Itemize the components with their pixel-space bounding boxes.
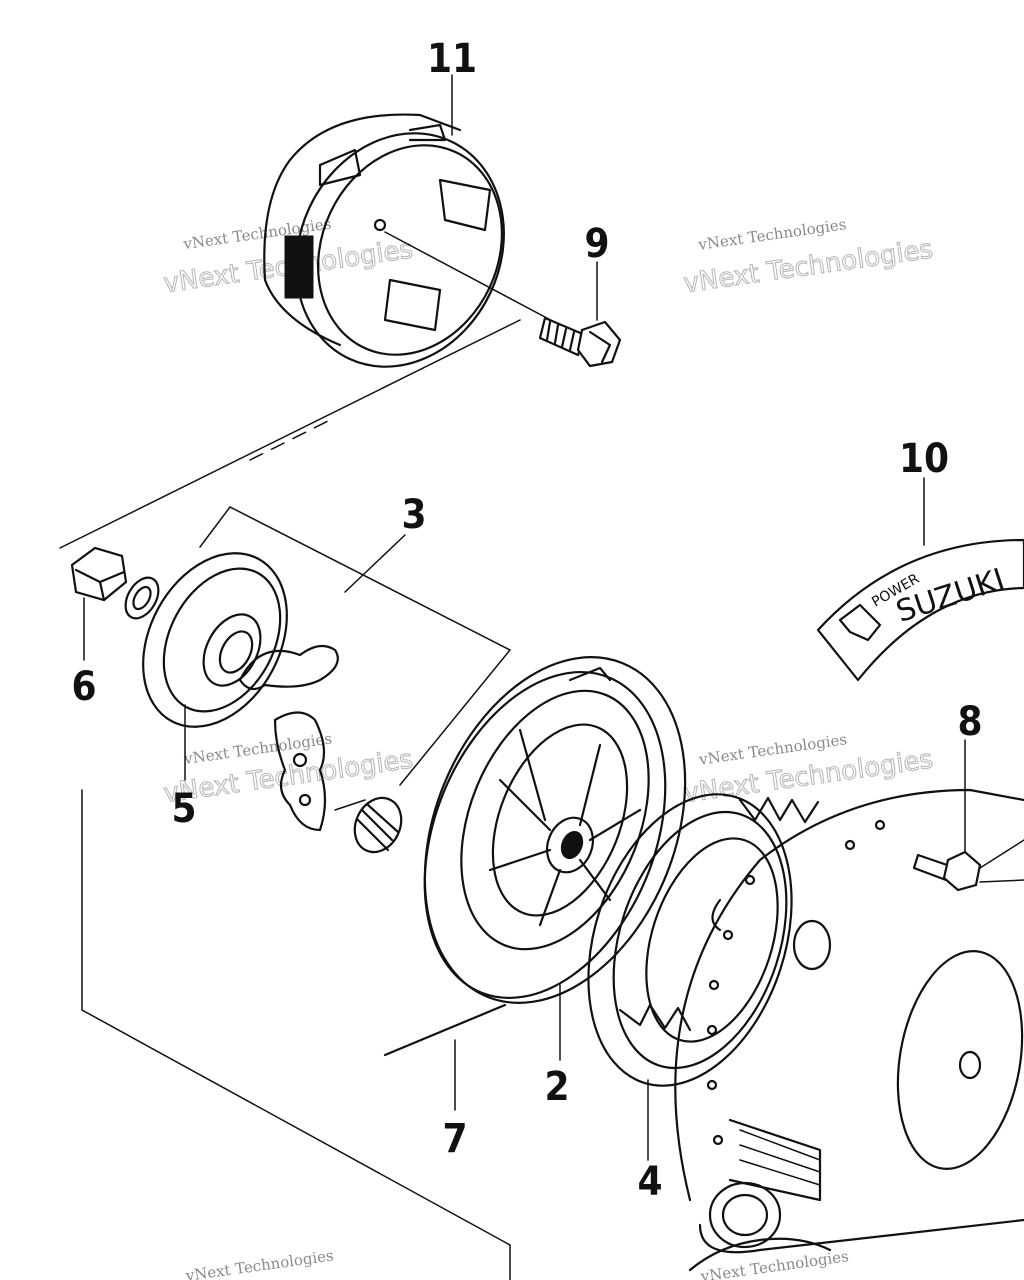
- reel-pulley-part-2: [423, 656, 687, 1061]
- suzuki-decal-part-10: POWER SUZUKI: [816, 538, 1024, 682]
- callout-5: 5: [171, 786, 196, 832]
- spring-clip-part-3: [238, 644, 339, 691]
- callout-11: 11: [427, 36, 477, 82]
- housing-holes: [706, 819, 886, 1146]
- watermark-bottom-right: vNext Technologies: [699, 1247, 850, 1280]
- svg-text:vNext Technologies: vNext Technologies: [184, 1246, 335, 1280]
- watermark-top-right: vNext Technologies vNext Technologies: [681, 215, 935, 299]
- starter-rope-part-7: [383, 1003, 507, 1111]
- assembly-bracket: [59, 319, 521, 1280]
- svg-text:SUZUKI: SUZUKI: [892, 562, 1009, 630]
- callout-9: 9: [584, 221, 609, 267]
- watermark-mid-right: vNext Technologies vNext Technologies: [681, 730, 935, 809]
- svg-text:vNext Technologies: vNext Technologies: [696, 215, 847, 254]
- watermark-bottom-left: vNext Technologies: [184, 1246, 335, 1280]
- friction-plate-part-5: [142, 552, 288, 781]
- leader-lines: [344, 74, 925, 593]
- callout-3: 3: [401, 492, 426, 538]
- callout-7: 7: [442, 1116, 467, 1162]
- callout-2: 2: [544, 1064, 569, 1110]
- ratchet-pawl: [273, 711, 327, 832]
- callout-4: 4: [637, 1159, 662, 1205]
- starter-housing: [674, 788, 1024, 1272]
- callout-labels: 11 9 10 3 6 5 8 2 7 4: [71, 36, 982, 1205]
- callout-8: 8: [957, 699, 982, 745]
- recoil-spring-part-4: [587, 793, 820, 1161]
- watermark-mid-left: vNext Technologies vNext Technologies: [161, 729, 415, 809]
- callout-10: 10: [899, 436, 949, 482]
- callout-6: 6: [71, 664, 96, 710]
- svg-text:vNext Technologies: vNext Technologies: [699, 1247, 850, 1280]
- screw-part-8: [912, 739, 1024, 892]
- nut-part-6: [70, 546, 160, 661]
- return-spring: [334, 796, 403, 854]
- bolt-part-9: [384, 231, 622, 368]
